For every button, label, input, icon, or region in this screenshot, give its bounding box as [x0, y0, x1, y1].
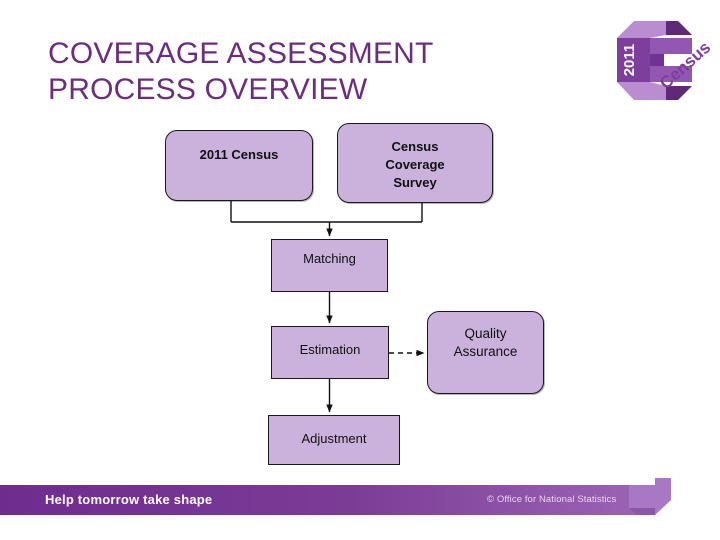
footer-bar: Help tomorrow take shape © Office for Na…: [0, 485, 637, 515]
logo-facet-top-notch: [666, 21, 692, 35]
footer-tagline: Help tomorrow take shape: [45, 492, 213, 507]
node-census-coverage-survey-label: Census Coverage Survey: [385, 139, 445, 190]
node-adjustment[interactable]: Adjustment: [268, 415, 400, 465]
logo-facet-upper-arm: [650, 38, 692, 54]
node-matching[interactable]: Matching: [271, 239, 388, 292]
node-2011-census[interactable]: 2011 Census: [165, 130, 313, 201]
page-title: COVERAGE ASSESSMENT PROCESS OVERVIEW: [48, 37, 434, 106]
node-adjustment-label: Adjustment: [301, 431, 367, 446]
footer-fold-decoration: [629, 478, 671, 515]
logo-facet-inner: [650, 54, 664, 66]
node-estimation[interactable]: Estimation: [271, 326, 389, 379]
logo-facet-bottom-notch: [666, 86, 692, 100]
logo-facet-left: [617, 38, 650, 82]
logo-year-text: 2011: [621, 44, 638, 77]
node-matching-label: Matching: [303, 251, 356, 266]
logo-facet-lower-arm: [650, 66, 692, 82]
flow-connectors: [230, 201, 425, 413]
node-estimation-label: Estimation: [299, 342, 361, 357]
node-2011-census-label: 2011 Census: [199, 147, 279, 162]
node-quality-assurance[interactable]: Quality Assurance: [427, 311, 544, 394]
node-quality-assurance-label: Quality Assurance: [453, 326, 518, 359]
node-census-coverage-survey[interactable]: Census Coverage Survey: [337, 123, 493, 203]
process-flow-diagram: 2011 Census Census Coverage Survey Match…: [165, 123, 544, 465]
footer-copyright: © Office for National Statistics: [487, 494, 617, 505]
2011-census-logo: 2011 Census: [600, 8, 714, 112]
